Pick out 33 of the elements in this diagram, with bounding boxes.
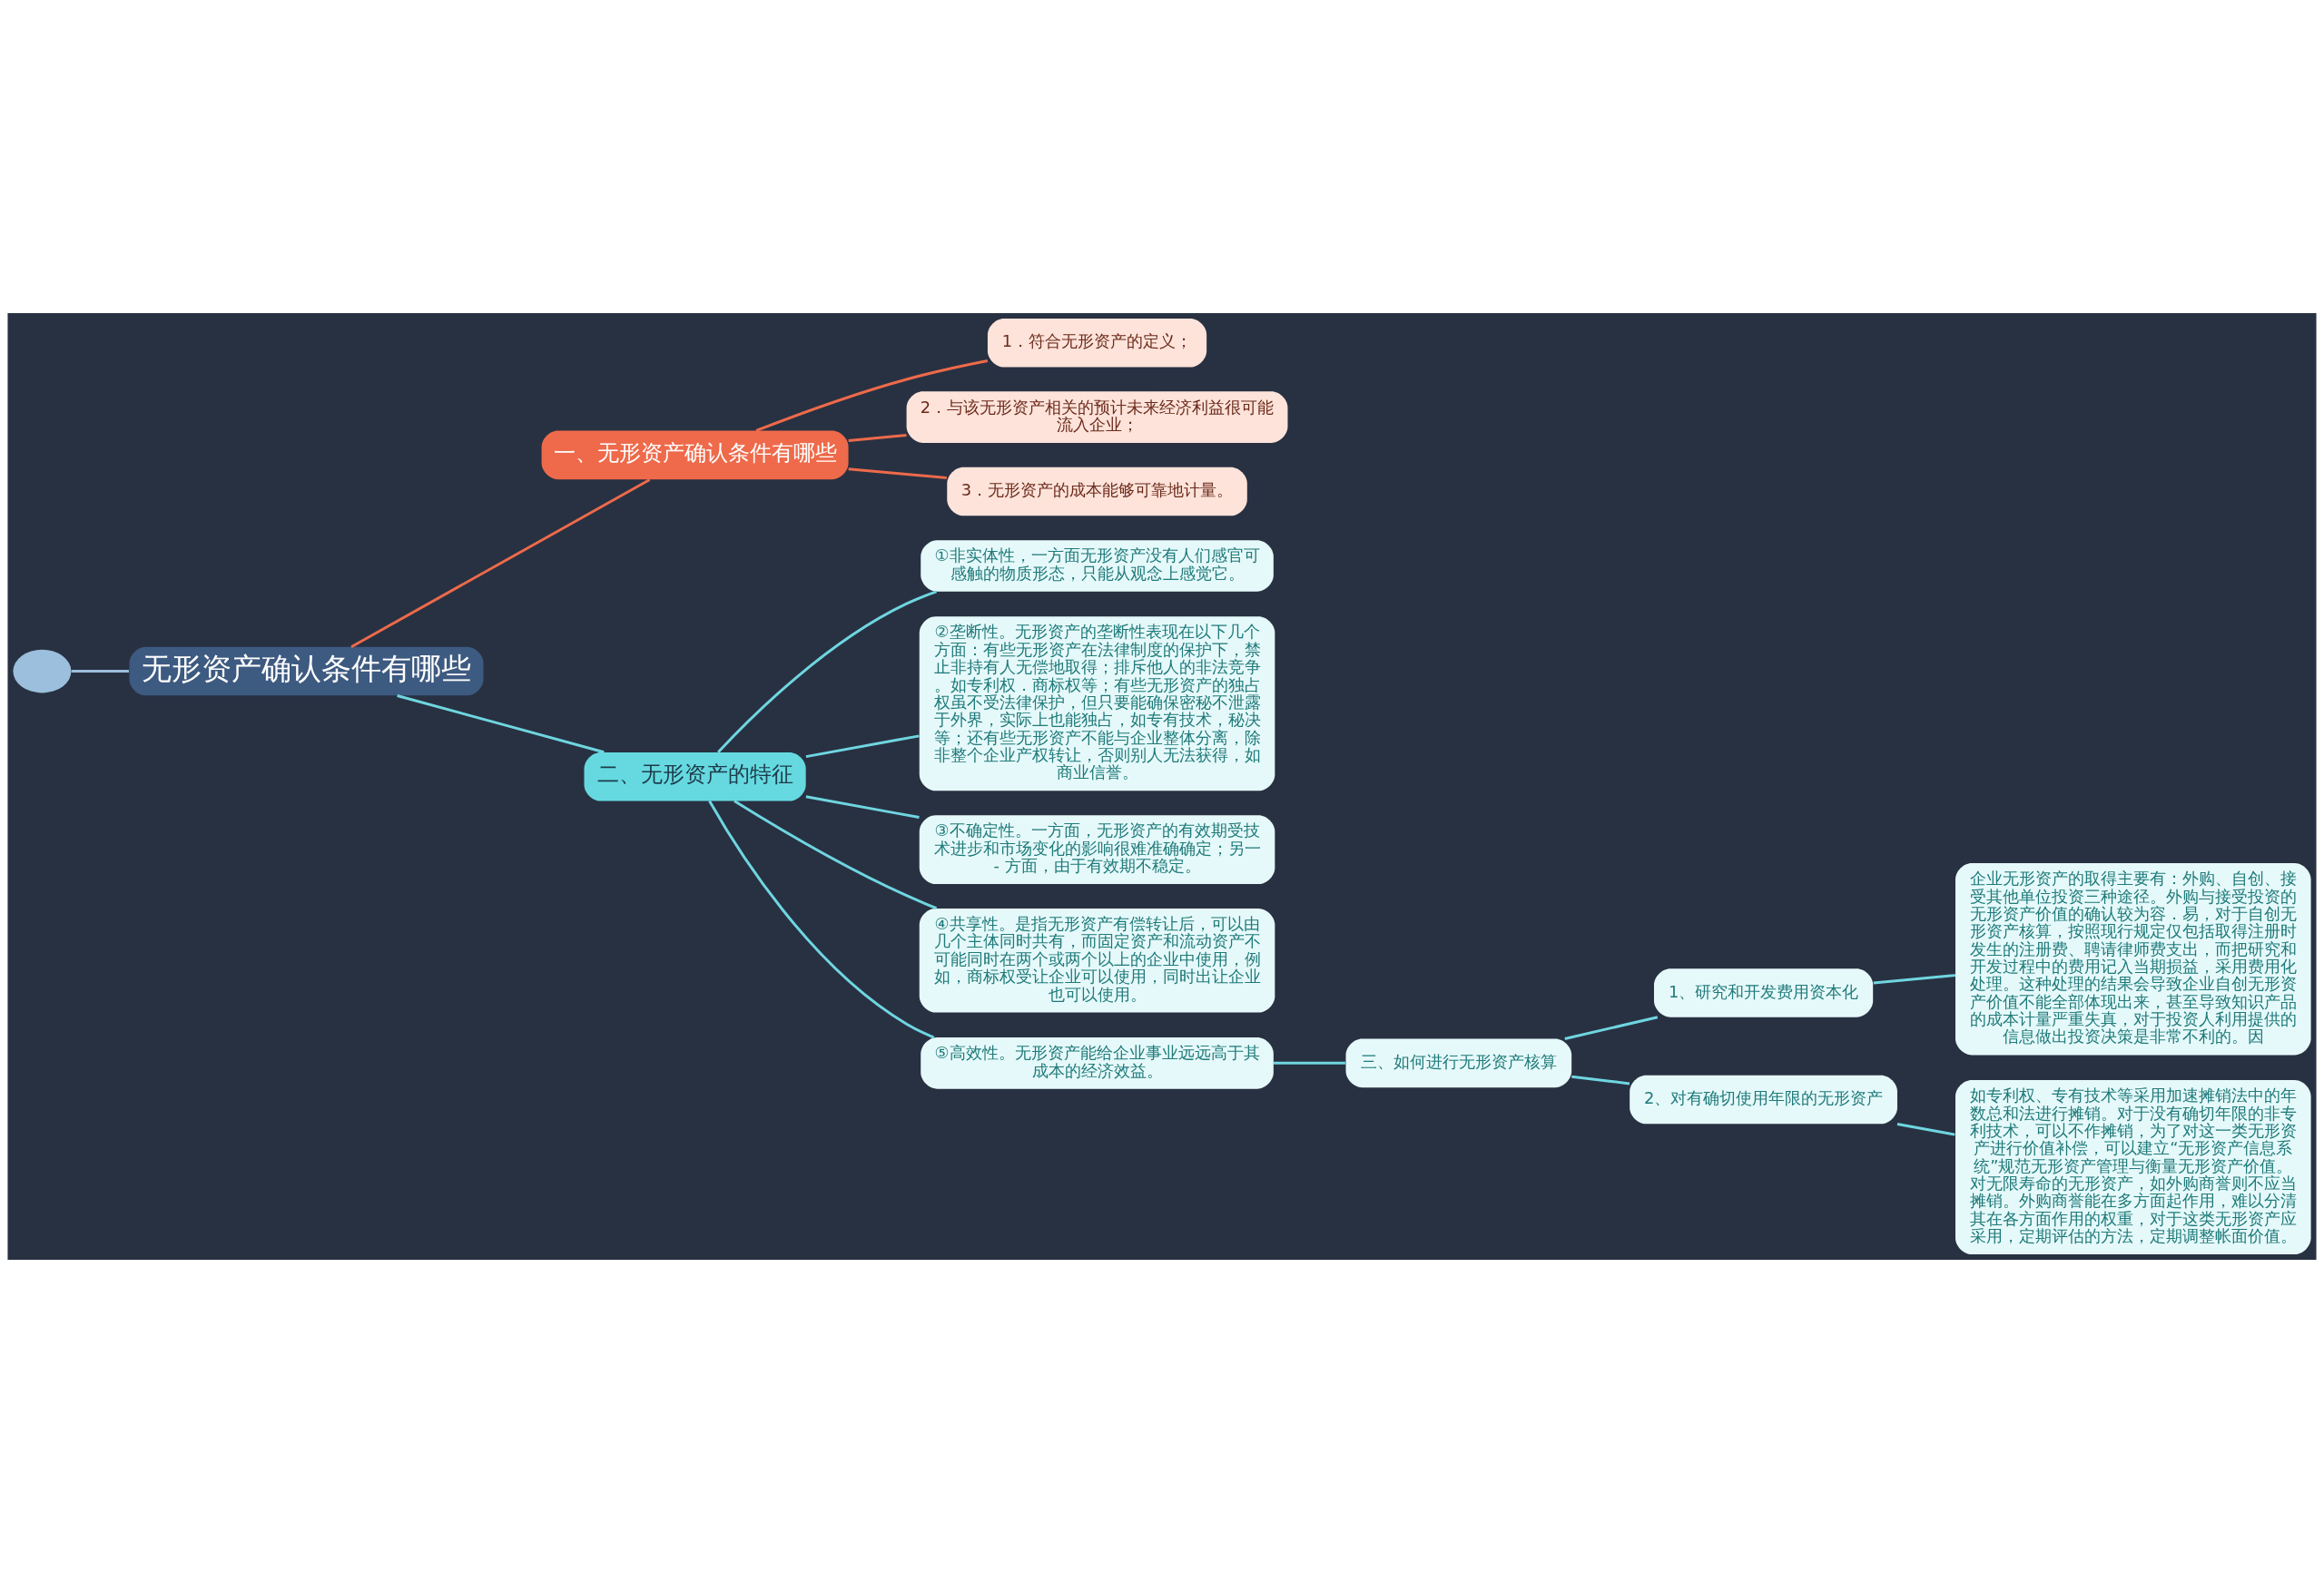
connector	[1274, 1061, 1345, 1065]
node-box: 3．无形资产的成本能够可靠地计量。	[947, 467, 1247, 516]
connector	[71, 669, 129, 673]
connector	[397, 693, 605, 753]
node-box: 三、如何进行无形资产核算	[1345, 1038, 1572, 1087]
node-box: 企业无形资产的取得主要有：外购、自创、接受其他单位投资三种途径。外购与接受投资的无形资产价值的确认较为容．易，对于自创无形资产核算，按照现行规定仅包括取得注册时发生的注册费、聘请律师费支出，而把研究和开发过程中的费用记入当期损益，采用费用化处理。这种处理的结果会导致企业自创无形资产价值不能全部体现出来，甚至导致知识产品的成本计量严重失真，对于投资人利用提供的信息做出投资决策是非常不利的。因	[1955, 862, 2311, 1055]
node-box: 1．符合无形资产的定义；	[987, 318, 1207, 368]
node-circle	[13, 649, 72, 693]
connector	[848, 467, 947, 479]
connector	[848, 433, 907, 442]
connector	[755, 359, 989, 432]
connector	[734, 799, 938, 909]
connector	[1873, 973, 1956, 984]
connector	[1571, 1075, 1630, 1085]
connector	[708, 800, 935, 1038]
node-box: 一、无形资产确认条件有哪些	[541, 430, 849, 479]
connector	[1564, 1015, 1659, 1040]
node-box: 二、无形资产的特征	[584, 752, 806, 801]
node-box: ②垄断性。无形资产的垄断性表现在以下几个方面：有些无形资产在法律制度的保护下，禁止非持有人无偿地取得；排斥他人的非法竞争。如专利权．商标权等；有些无形资产的独占权虽不受法律保护，但只要能确保密秘不泄露于外界，实际上也能独占，如专有技术，秘决等；还有些无形资产不能与企业整体分离，除非整个企业产权转让，否则别人无法获得，如商业信誉。	[919, 615, 1275, 791]
connector	[805, 733, 920, 758]
node-box: ⑤高效性。无形资产能给企业事业远远高于其成本的经济效益。	[921, 1037, 1274, 1089]
node-box: ①非实体性，一方面无形资产没有人们感官可感触的物质形态，只能从观念上感觉它。	[921, 539, 1274, 592]
node-box: ④共享性。是指无形资产有偿转让后，可以由几个主体同时共有，而固定资产和流动资产不可能同时在两个或两个以上的企业中使用，例如，商标权受让企业可以使用，同时出让企业也可以使用。	[919, 908, 1275, 1012]
connector	[350, 477, 651, 648]
node-box: ③不确定性。一方面，无形资产的有效期受技术进步和市场变化的影响很难准确确定；另一 - 方面，由于有效期不稳定。	[919, 814, 1275, 884]
connector	[805, 794, 920, 819]
node-box: 2、对有确切使用年限的无形资产	[1630, 1075, 1897, 1124]
node-box: 1、研究和开发费用资本化	[1653, 968, 1874, 1017]
connector	[717, 589, 937, 753]
node-box: 无形资产确认条件有哪些	[129, 646, 484, 695]
node-box: 如专利权、专有技术等采用加速摊销法中的年数总和法进行摊销。对于没有确切年限的非专利技术，可以不作摊销，为了对这一类无形资产进行价值补偿，可以建立“无形资产信息系统”规范无形资产管理与衡量无形资产价值。对无限寿命的无形资产，如外购商誉则不应当摊销。外购商誉能在多方面起作用，难以分清其在各方面作用的权重，对于这类无形资产应采用，定期评估的方法，定期调整帐面价值。	[1955, 1079, 2311, 1254]
connector	[1896, 1122, 1955, 1136]
node-box: 2．与该无形资产相关的预计未来经济利益很可能流入企业；	[906, 390, 1288, 443]
